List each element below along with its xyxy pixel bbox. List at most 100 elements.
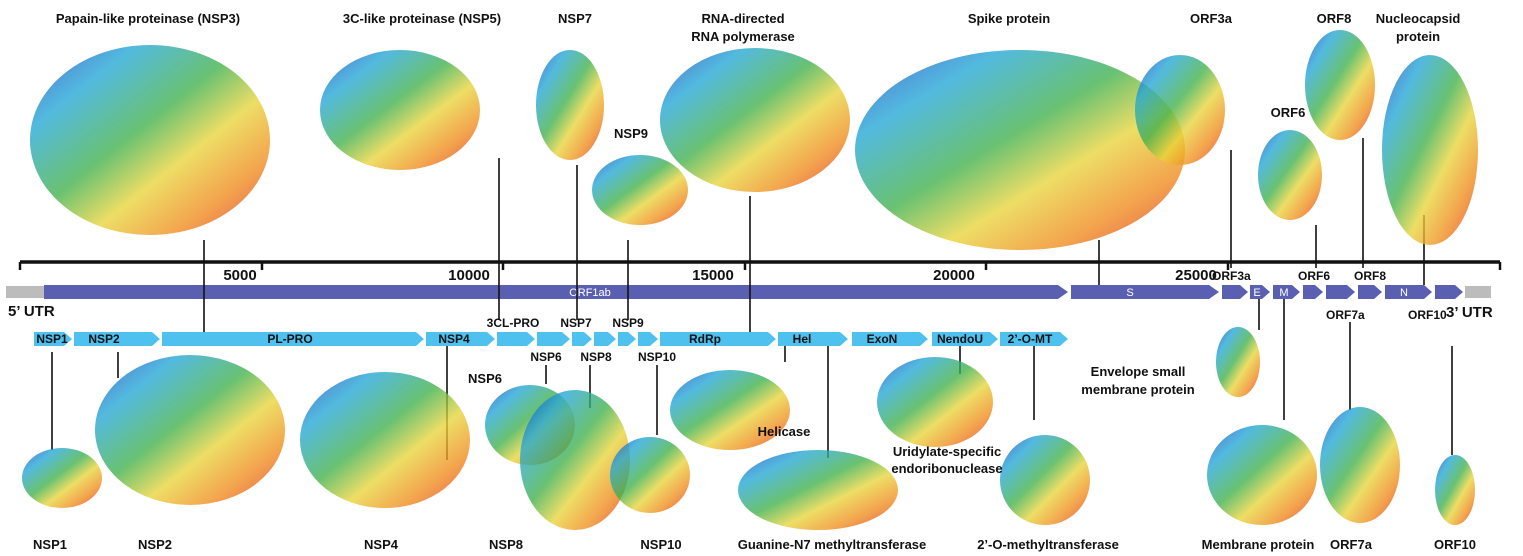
- envelope-structure-image: [1216, 327, 1260, 397]
- cl3pro-bar-label: 3CL-PRO: [487, 316, 540, 330]
- orf10-bar-label: ORF10: [1408, 308, 1447, 322]
- caption-nsp9: NSP9: [614, 126, 648, 141]
- axis-tick-25000: 25000: [1175, 267, 1217, 284]
- nsp4-bar-label: NSP4: [438, 332, 470, 346]
- caption-envelope-line2: membrane protein: [1081, 382, 1194, 397]
- orf3a-bar-label: ORF3a: [1212, 269, 1251, 283]
- nsp4-segment: [426, 332, 495, 346]
- nsp1-segment: [34, 332, 72, 346]
- axis-tick-20000: 20000: [933, 267, 975, 284]
- orf3a-segment: [1222, 285, 1248, 299]
- rdrp-segment: [660, 332, 776, 346]
- cl3pro-segment: [497, 332, 535, 346]
- axis-tick-15000: 15000: [692, 267, 734, 284]
- orf10-segment: [1435, 285, 1463, 299]
- caption-rdrp-line1: RNA-directed: [701, 11, 784, 26]
- nsp2-segment: [74, 332, 160, 346]
- utr-5-label: 5’ UTR: [8, 303, 55, 320]
- nucleocapsid-structure-image: [1382, 55, 1478, 245]
- orf10-structure-image: [1435, 455, 1475, 525]
- s-label: S: [1126, 287, 1133, 299]
- utr-3-segment: [1465, 286, 1491, 298]
- caption-nucleocapsid-line2: protein: [1396, 29, 1440, 44]
- nsp8-structure-image: [520, 390, 630, 530]
- nsp6-bar-label: NSP6: [530, 350, 562, 364]
- m-segment: [1273, 285, 1300, 299]
- plpro-segment: [162, 332, 424, 346]
- nsp10-segment: [638, 332, 658, 346]
- utr-5-segment: [6, 286, 44, 298]
- s-segment: [1071, 285, 1219, 299]
- caption-nsp2: NSP2: [138, 537, 172, 552]
- hel-bar-label: Hel: [793, 332, 812, 346]
- caption-orf6: ORF6: [1271, 105, 1306, 120]
- nsp16-structure-image: [1000, 435, 1090, 525]
- caption-orf10: ORF10: [1434, 537, 1476, 552]
- caption-membrane-protein: Membrane protein: [1202, 537, 1315, 552]
- caption-orf3a: ORF3a: [1190, 11, 1233, 26]
- orf3a-structure-image: [1135, 55, 1225, 165]
- hel-segment: [778, 332, 848, 346]
- n-label: N: [1400, 287, 1408, 299]
- caption-orf7a: ORF7a: [1330, 537, 1373, 552]
- nsp9-bar-label: NSP9: [612, 316, 644, 330]
- caption-nsp10: NSP10: [640, 537, 681, 552]
- caption-nsp6: NSP6: [468, 371, 502, 386]
- n-segment: [1385, 285, 1432, 299]
- nsp10-structure-image: [610, 437, 690, 513]
- nsp6-segment: [537, 332, 570, 346]
- nsp10-bar-label: NSP10: [638, 350, 676, 364]
- nsp7-structure-image: [536, 50, 604, 160]
- orf7a-structure-image: [1320, 407, 1400, 523]
- utr-3-label: 3’ UTR: [1446, 304, 1493, 321]
- nsp9-segment: [618, 332, 636, 346]
- orf8-bar-label: ORF8: [1354, 269, 1386, 283]
- nsp3-structure-image: [30, 45, 270, 235]
- nsp7-bar-label: NSP7: [560, 316, 592, 330]
- caption-uridylate-line1: Uridylate-specific: [893, 444, 1001, 459]
- orf1ab-segment: [44, 285, 1068, 299]
- membrane-structure-image: [1207, 425, 1317, 525]
- caption-guanine-n7-methyltransferase: Guanine-N7 methyltransferase: [738, 537, 927, 552]
- orf6-bar-label: ORF6: [1298, 269, 1330, 283]
- caption-nsp8: NSP8: [489, 537, 523, 552]
- caption-rdrp-line2: RNA polymerase: [691, 29, 795, 44]
- orf1ab-label: ORF1ab: [569, 287, 611, 299]
- exon-segment: [852, 332, 928, 346]
- nsp8-segment: [594, 332, 616, 346]
- axis-tick-10000: 10000: [448, 267, 490, 284]
- e-label: E: [1253, 287, 1260, 299]
- caption-envelope-line1: Envelope small: [1091, 364, 1186, 379]
- orf8-segment: [1358, 285, 1382, 299]
- axis-tick-5000: 5000: [223, 267, 256, 284]
- orf7a-segment: [1326, 285, 1355, 299]
- rdrp-structure-image: [660, 48, 850, 192]
- caption-orf8: ORF8: [1317, 11, 1352, 26]
- plpro-bar-label: PL-PRO: [267, 332, 312, 346]
- spike-structure-image: [855, 50, 1185, 250]
- nsp8-bar-label: NSP8: [580, 350, 612, 364]
- omt-segment: [1000, 332, 1068, 346]
- nsp15-structure-image: [877, 357, 993, 447]
- nsp2-structure-image: [95, 355, 285, 505]
- caption-nsp7: NSP7: [558, 11, 592, 26]
- nsp14-structure-image: [738, 450, 898, 530]
- nsp4-structure-image: [300, 372, 470, 508]
- exon-bar-label: ExoN: [867, 332, 898, 346]
- caption-spike-protein: Spike protein: [968, 11, 1050, 26]
- nsp1-bar-label: NSP1: [36, 332, 68, 346]
- orf6-segment: [1303, 285, 1323, 299]
- caption-papain-like-proteinase: Papain-like proteinase (NSP3): [56, 11, 240, 26]
- caption-helicase: Helicase: [758, 424, 811, 439]
- caption-2-o-methyltransferase: 2’-O-methyltransferase: [977, 537, 1119, 552]
- caption-uridylate-line2: endoribonuclease: [891, 461, 1002, 476]
- nsp9-structure-image: [592, 155, 688, 225]
- nsp2-bar-label: NSP2: [88, 332, 120, 346]
- nsp13-structure-image: [670, 370, 790, 450]
- rdrp-bar-label: RdRp: [689, 332, 721, 346]
- nendou-segment: [932, 332, 998, 346]
- e-segment: [1250, 285, 1270, 299]
- orf6-structure-image: [1258, 130, 1322, 220]
- orf7a-bar-label: ORF7a: [1326, 308, 1365, 322]
